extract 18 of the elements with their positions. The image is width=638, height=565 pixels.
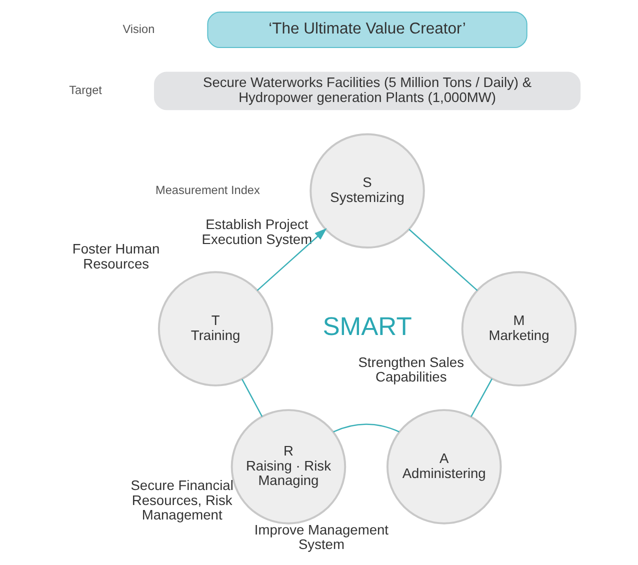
label: Target bbox=[68, 82, 102, 97]
connector bbox=[470, 378, 492, 418]
node-label: Establish Project Execution System bbox=[201, 217, 312, 247]
node-label: Secure Financial Resources, Risk Management bbox=[130, 478, 233, 523]
connector bbox=[241, 378, 262, 417]
node-box: Secure Waterworks Facilities (5 Million Tons / Daily) & Hydropower generation Plants (1,000MW) bbox=[154, 72, 580, 110]
node-label: Strengthen Sales Capabilities bbox=[358, 354, 464, 385]
node-label: Foster Human Resources bbox=[72, 242, 160, 272]
arrow bbox=[256, 228, 326, 291]
node-box: ‘The Ultimate Value Creator’ bbox=[206, 12, 527, 48]
connector bbox=[332, 424, 399, 432]
node-circle: T Training bbox=[157, 271, 273, 386]
label: Vision bbox=[122, 22, 154, 36]
connector bbox=[408, 228, 478, 291]
node-circle: A Administering bbox=[386, 409, 502, 524]
label: Measurement Index bbox=[154, 182, 260, 197]
label: SMART bbox=[322, 313, 412, 342]
node-label: Improve Management System bbox=[254, 522, 388, 552]
